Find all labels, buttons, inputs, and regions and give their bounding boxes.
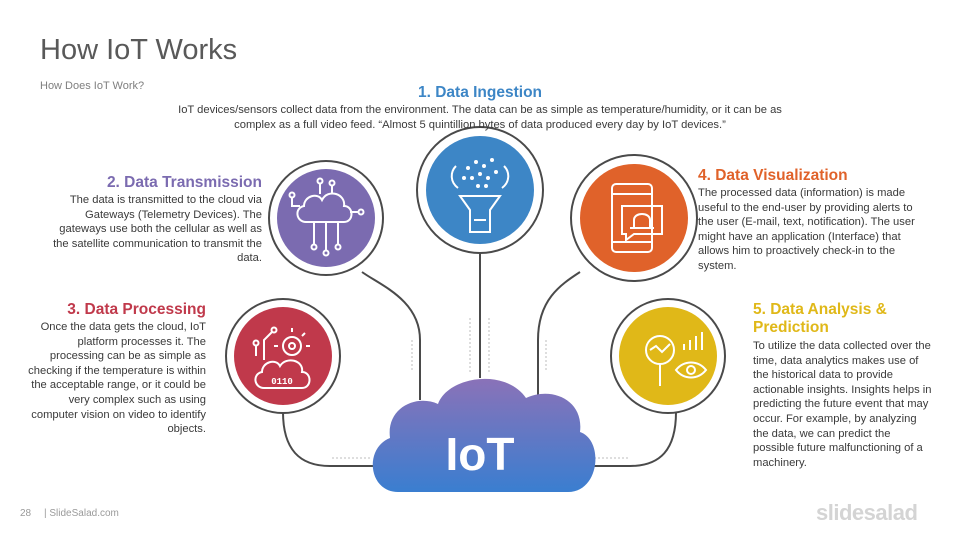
page-number: 28 (20, 508, 32, 519)
step-4-circle (570, 154, 698, 282)
connector-lines (282, 238, 677, 467)
cloud-label: IoT (446, 428, 515, 480)
step-3-description: Once the data gets the cloud, IoT platfo… (28, 321, 206, 436)
step-2-title: 2. Data Transmission (106, 174, 262, 191)
analytics-magnifier-icon (645, 332, 708, 386)
dashed-guides (332, 318, 628, 459)
step-1-description: IoT devices/sensors collect data from th… (178, 104, 782, 131)
cloud-circuit-icon (288, 177, 365, 257)
filter-funnel-icon (450, 165, 510, 233)
step-1-title: 1. Data Ingestion (417, 84, 543, 101)
cloud-processing-icon (252, 326, 311, 389)
step-3-title: 3. Data Processing (67, 301, 206, 318)
slide-subtitle: How Does IoT Work? (40, 80, 145, 92)
step-3-circle: 0110 (225, 298, 341, 414)
slide-title: How IoT Works (40, 34, 238, 66)
step-5-description: To utilize the data collected over the t… (753, 340, 932, 469)
step-4-description: The processed data (information) is made… (698, 187, 915, 272)
iot-cloud (372, 378, 596, 492)
step-5-title: 5. Data Analysis & Prediction (753, 301, 887, 336)
step-2-circle (268, 160, 384, 276)
footer-brand: | SlideSalad.com (44, 508, 119, 519)
step-2-description: The data is transmitted to the cloud via… (53, 194, 262, 265)
step-1-circle (416, 126, 544, 254)
svg-text:0110: 0110 (271, 377, 293, 387)
step-5-circle (610, 298, 726, 414)
slidesalad-logo: slidesalad (816, 500, 918, 525)
step-4-title: 4. Data Visualization (698, 167, 848, 184)
phone-notification-icon (611, 183, 663, 253)
